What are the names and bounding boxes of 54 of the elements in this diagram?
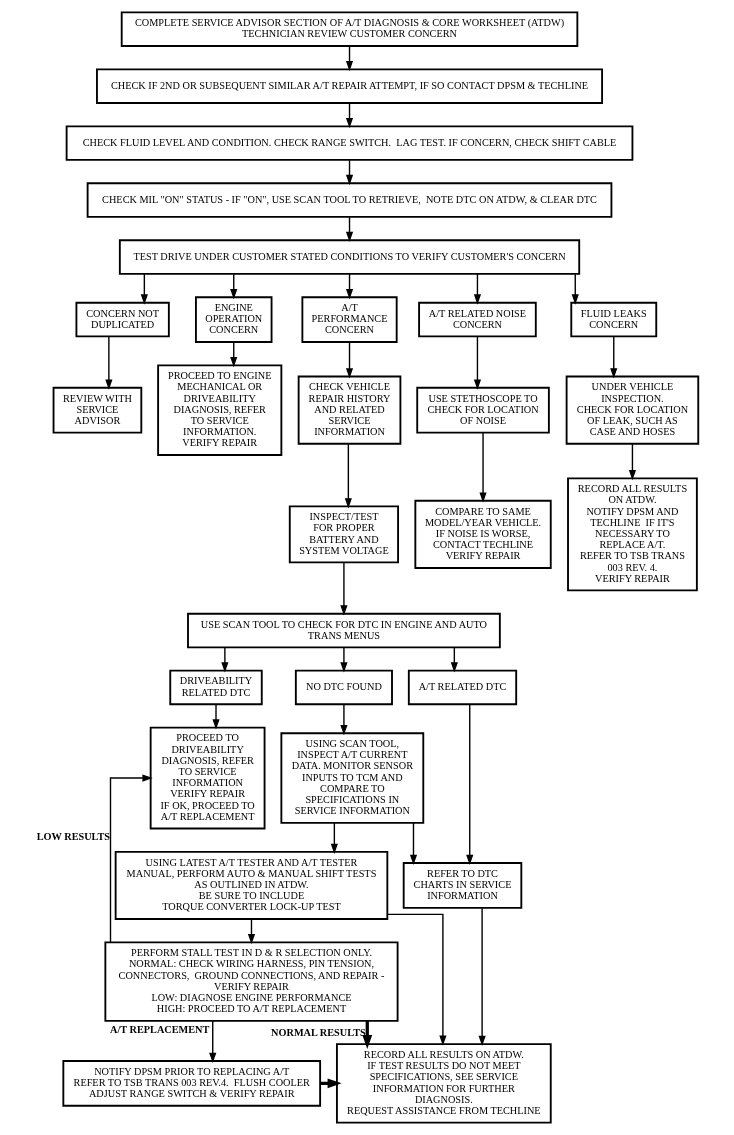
arrow <box>140 273 148 305</box>
node-box: PROCEED TO DRIVEABILITY DIAGNOSIS, REFER TO SERVICE INFORMATION VERIFY REPAIR IF OK, PROCEED TO A/T REPLACEMENT <box>149 726 265 830</box>
arrow <box>109 774 153 944</box>
arrow <box>345 341 353 379</box>
arrow <box>473 335 481 390</box>
node-box: FLUID LEAKS CONCERN <box>569 301 657 338</box>
arrow <box>609 335 617 379</box>
node-box: PROCEED TO ENGINE MECHANICAL OR DRIVEABILITY DIAGNOSIS, REFER TO SERVICE INFORMATION. VERIFY REPAIR <box>156 364 282 456</box>
node-box: REFER TO DTC CHARTS IN SERVICE INFORMATION <box>402 862 522 909</box>
arrow <box>339 561 348 616</box>
arrow <box>473 273 481 305</box>
edge-label: LOW RESULTS <box>36 830 110 842</box>
arrow <box>478 907 486 1046</box>
node-box: REVIEW WITH SERVICE ADVISOR <box>52 386 142 434</box>
node-box: USING SCAN TOOL, INSPECT A/T CURRENT DATA. MONITOR SENSOR INPUTS TO TCM AND COMPARE TO SPECIFICATIONS IN SERVICE INFORMATION <box>279 732 424 824</box>
arrow <box>465 703 473 866</box>
arrow <box>386 913 446 1046</box>
arrow <box>104 335 112 390</box>
node-box: CONCERN NOT DUPLICATED <box>75 301 170 338</box>
arrow <box>339 703 348 736</box>
node-box: RECORD ALL RESULTS ON ATDW. NOTIFY DPSM AND TECHLINE IF IT'S NECESSARY TO REPLACE A/T. REFER TO TSB TRANS 003 REV. 4. VERIFY REPAIR <box>566 477 698 592</box>
node-box: CHECK FLUID LEVEL AND CONDITION. CHECK RANGE SWITCH. LAG TEST. IF CONCERN, CHECK SHIFT CABLE <box>65 125 633 161</box>
node-box: INSPECT/TEST FOR PROPER BATTERY AND SYSTEM VOLTAGE <box>288 505 399 564</box>
node-box: NO DTC FOUND <box>294 669 393 706</box>
arrow <box>571 273 579 305</box>
node-box: PERFORM STALL TEST IN D & R SELECTION ONLY. NORMAL: CHECK WIRING HARNESS, PIN TENSION, CONNECTORS, GROUND CONNECTIONS, AND REPAIR - VERIFY REPAIR LOW: DIAGNOSE ENGINE PERFORMANCE HIGH: PROCEED TO A/T REPLACEMENT <box>103 941 399 1022</box>
node-box: USE STETHOSCOPE TO CHECK FOR LOCATION OF NOISE <box>415 386 550 434</box>
edge-label: NORMAL RESULTS <box>270 1027 366 1039</box>
node-box: USE SCAN TOOL TO CHECK FOR DTC IN ENGINE AND AUTO TRANS MENUS <box>186 612 501 649</box>
node-box: COMPARE TO SAME MODEL/YEAR VEHICLE. IF NOISE IS WORSE, CONTACT TECHLINE VERIFY REPAIR <box>413 499 552 569</box>
node-box: A/T RELATED NOISE CONCERN <box>417 301 537 338</box>
node-box: USING LATEST A/T TESTER AND A/T TESTER MANUAL, PERFORM AUTO & MANUAL SHIFT TESTS AS OUTLINED IN ATDW. BE SURE TO INCLUDE TORQUE CONVERTER LOCK-UP TEST <box>114 850 388 920</box>
node-box: A/T RELATED DTC <box>407 669 517 706</box>
arrow <box>211 703 220 730</box>
node-box: COMPLETE SERVICE ADVISOR SECTION OF A/T DIAGNOSIS & CORE WORKSHEET (ATDW) TECHNICIAN REVIEW CUSTOMER CONCERN <box>120 11 578 47</box>
node-box: CHECK MIL "ON" STATUS - IF "ON", USE SCAN TOOL TO RETRIEVE, NOTE DTC ON ATDW, & CLEAR DTC <box>86 182 612 218</box>
arrow <box>339 646 348 673</box>
arrow <box>628 443 636 481</box>
node-box: RECORD ALL RESULTS ON ATDW. IF TEST RESULTS DO NOT MEET SPECIFICATIONS, SEE SERVICE INFORMATION FOR FURTHER DIAGNOSIS. REQUEST ASSISTANCE FROM TECHLINE <box>335 1043 552 1124</box>
arrow <box>220 646 228 673</box>
arrow <box>478 431 487 503</box>
node-box: ENGINE OPERATION CONCERN <box>194 296 272 343</box>
node-box: NOTIFY DPSM PRIOR TO REPLACING A/T REFER TO TSB TRANS 003 REV.4. FLUSH COOLER ADJUST RANGE SWITCH & VERIFY REPAIR <box>61 1060 321 1107</box>
arrow <box>330 822 338 854</box>
node-box: TEST DRIVE UNDER CUSTOMER STATED CONDITIONS TO VERIFY CUSTOMER'S CONCERN <box>118 239 580 275</box>
arrow <box>344 443 352 509</box>
node-box: CHECK IF 2ND OR SUBSEQUENT SIMILAR A/T REPAIR ATTEMPT, IF SO CONTACT DPSM & TECHLINE <box>95 68 603 104</box>
node-box: A/T PERFORMANCE CONCERN <box>300 296 398 343</box>
arrow <box>208 1020 216 1063</box>
node-box: DRIVEABILITY RELATED DTC <box>168 669 263 706</box>
node-box: CHECK VEHICLE REPAIR HISTORY AND RELATED SERVICE INFORMATION <box>297 375 401 445</box>
arrow <box>409 822 417 866</box>
node-box: UNDER VEHICLE INSPECTION. CHECK FOR LOCATION OF LEAK, SUCH AS CASE AND HOSES <box>565 375 699 445</box>
edge-label: A/T REPLACEMENT <box>109 1024 209 1036</box>
